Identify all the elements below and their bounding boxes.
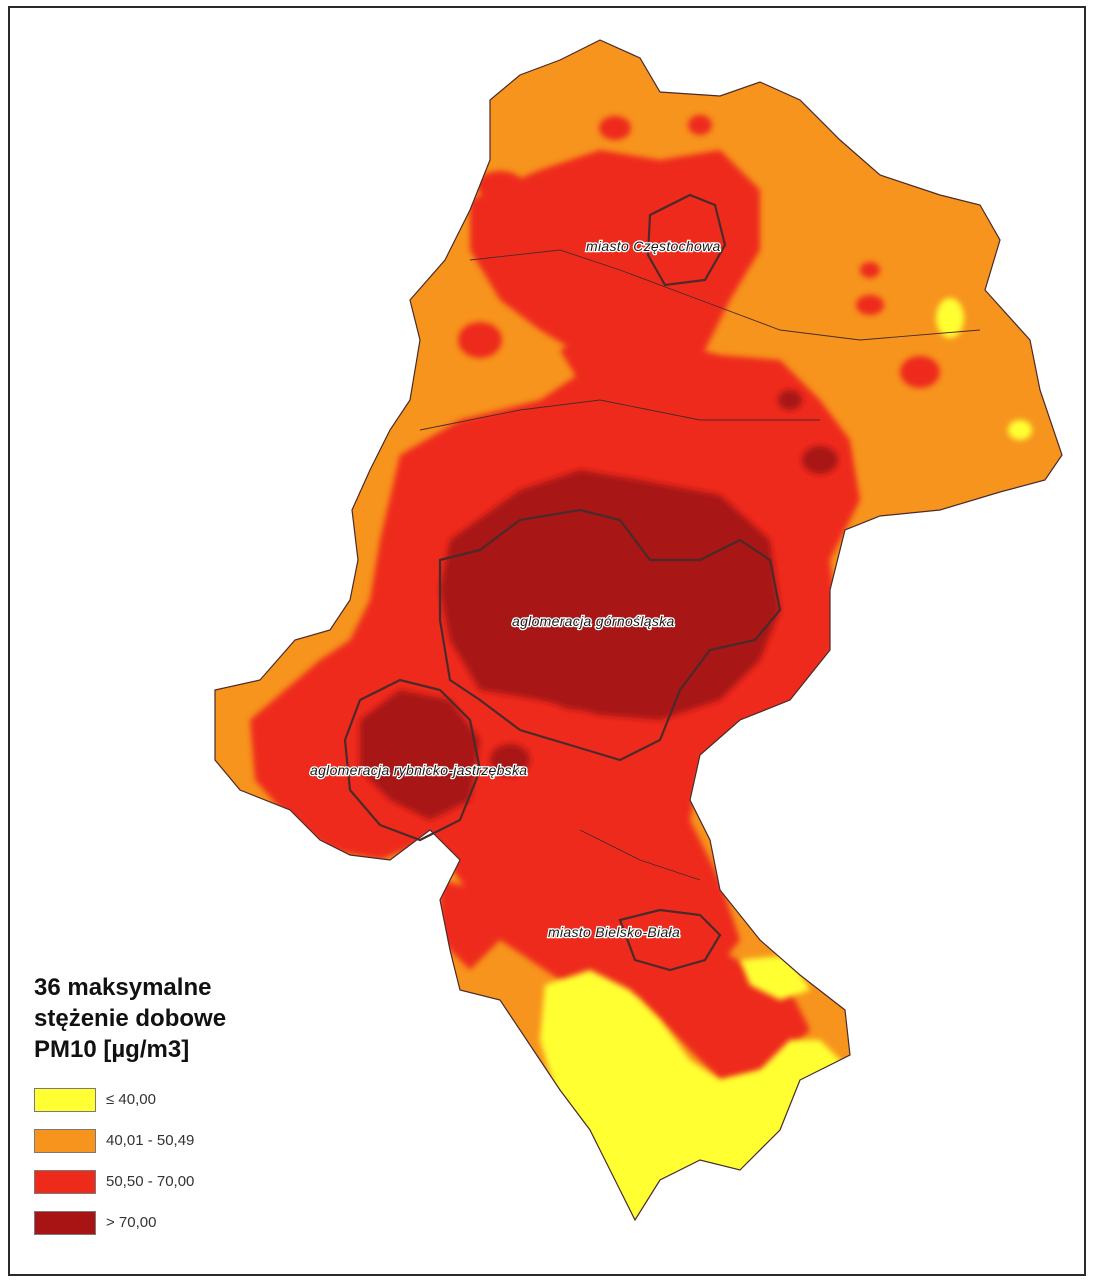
county-boundary-line [419,399,820,431]
legend-swatch [34,1087,96,1112]
label-czestochowa: miasto Częstochowa [586,238,721,254]
class-dark-red-area [360,390,838,820]
legend-item: 50,50 - 70,00 [34,1161,354,1202]
legend: 36 maksymalne stężenie dobowe PM10 [µg/m… [34,972,354,1243]
legend-item: 40,01 - 50,49 [34,1120,354,1161]
legend-title-line: stężenie dobowe [34,1005,227,1032]
legend-label: 40,01 - 50,49 [106,1132,195,1149]
legend-swatch [34,1128,96,1153]
legend-title-line: PM10 [µg/m3] [34,1036,190,1063]
boundary-czestochowa [646,193,727,287]
boundary-rybnicko-jastrzebska [343,678,482,842]
boundary-gornoslaska [438,508,782,762]
legend-item: > 70,00 [34,1202,354,1243]
legend-swatch [34,1169,96,1194]
legend-title-line: 36 maksymalne [34,974,212,1001]
zone-boundaries [343,193,981,972]
legend-label: 50,50 - 70,00 [106,1173,195,1190]
legend-label: ≤ 40,00 [106,1091,156,1108]
boundary-bielsko-biala [618,908,722,972]
label-bielsko-biala: miasto Bielsko-Biała [548,924,680,940]
label-rybnicko-jastrzebska: aglomeracja rybnicko-jastrzębska [310,762,527,778]
county-boundary-line [469,249,981,341]
legend-title: 36 maksymalne stężenie dobowe PM10 [µg/m… [34,972,354,1065]
county-boundary-line [579,829,701,881]
label-gornoslaska: aglomeracja górnośląska [512,613,675,629]
region-outline [214,39,1063,1222]
legend-item: ≤ 40,00 [34,1079,354,1120]
legend-swatch [34,1210,96,1235]
legend-label: > 70,00 [106,1214,157,1231]
